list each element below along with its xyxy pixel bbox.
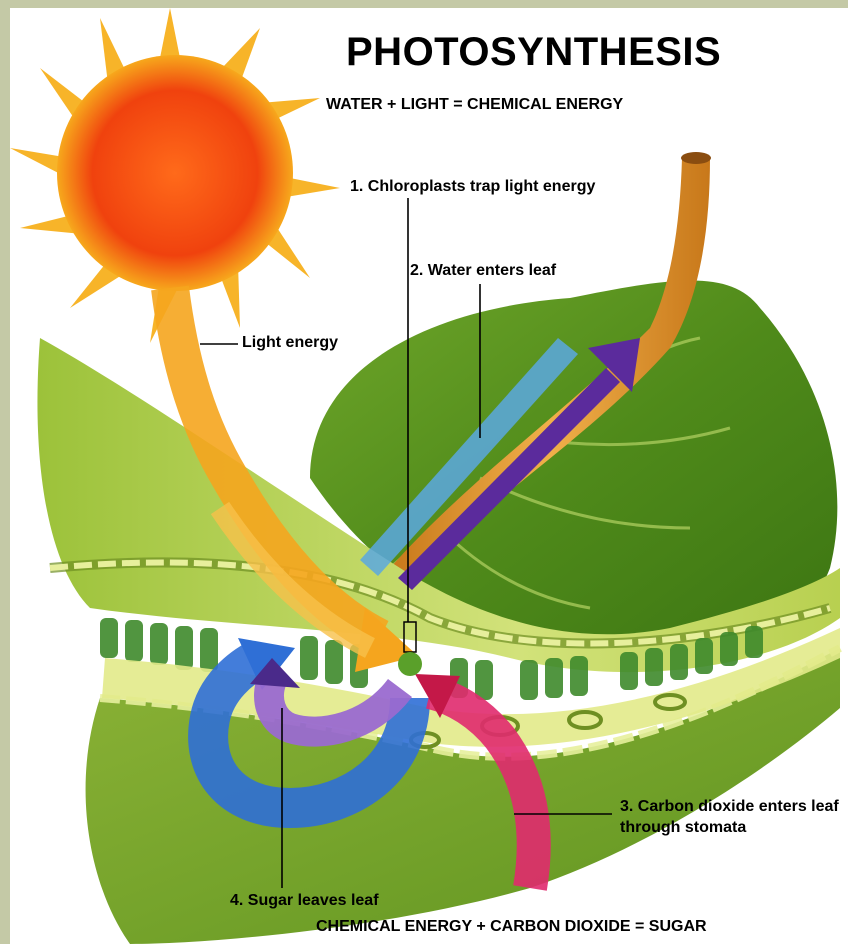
label-step-1: 1. Chloroplasts trap light energy (350, 178, 595, 196)
equation-bottom: CHEMICAL ENERGY + CARBON DIOXIDE = SUGAR (316, 918, 707, 936)
diagram-title: PHOTOSYNTHESIS (346, 30, 721, 75)
label-light-energy: Light energy (242, 334, 338, 352)
label-step-3: 3. Carbon dioxide enters leaf through st… (620, 796, 840, 838)
label-step-4: 4. Sugar leaves leaf (230, 892, 379, 910)
label-step-2: 2. Water enters leaf (410, 262, 556, 280)
sun-disc (57, 55, 293, 291)
diagram-panel: PHOTOSYNTHESIS WATER + LIGHT = CHEMICAL … (10, 8, 848, 944)
equation-top: WATER + LIGHT = CHEMICAL ENERGY (326, 96, 623, 114)
